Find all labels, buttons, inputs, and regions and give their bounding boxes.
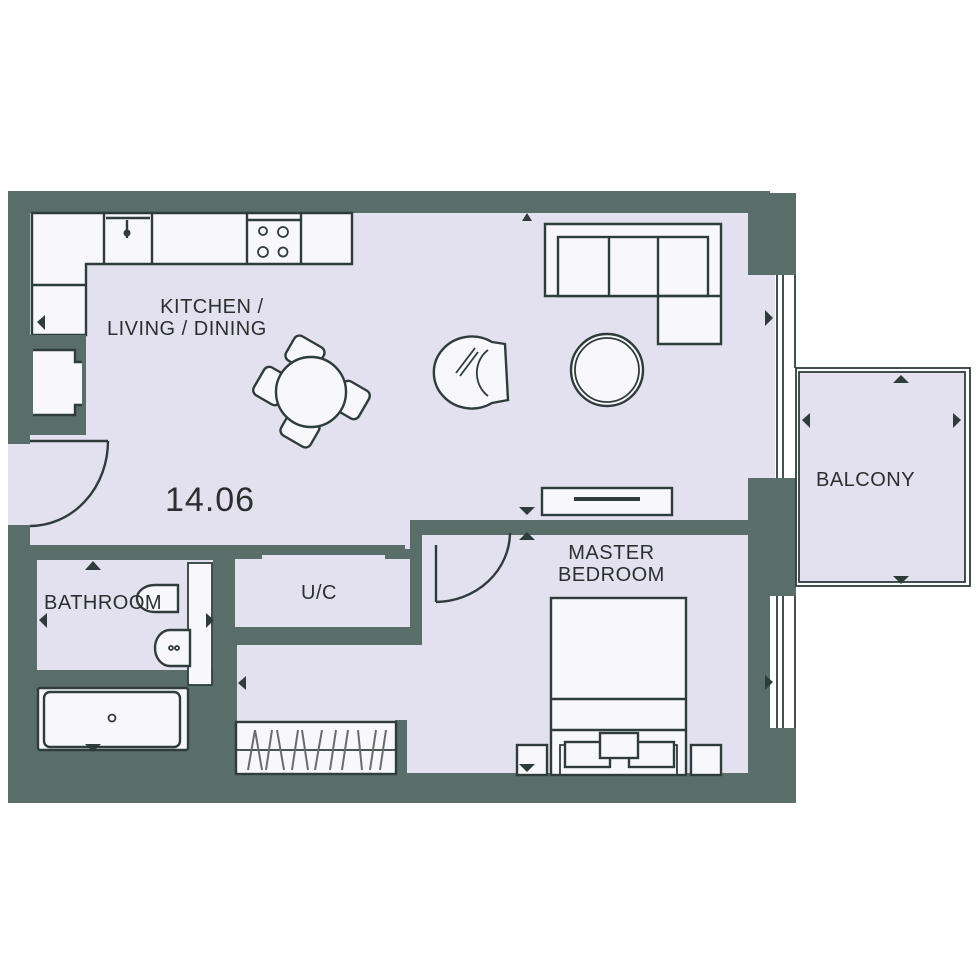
double-bed <box>515 596 723 777</box>
bathroom-fixtures <box>36 562 213 752</box>
master-bedroom-label: MASTER BEDROOM <box>558 542 665 587</box>
windows <box>748 193 796 803</box>
kitchen-living-dining-label: KITCHEN / LIVING / DINING <box>107 296 267 341</box>
corner-sofa <box>543 222 723 346</box>
dining-set <box>252 334 371 449</box>
kitchen-label-line2: LIVING / DINING <box>107 318 267 341</box>
kitchen-label-line1: KITCHEN / <box>160 296 264 318</box>
tv-unit <box>540 486 674 517</box>
kitchen-area-value: 14.06 <box>165 481 256 519</box>
kitchen-units <box>30 211 354 435</box>
living-furniture <box>252 222 723 517</box>
balcony-label: BALCONY <box>816 469 916 491</box>
armchair <box>432 335 510 410</box>
balcony <box>795 367 971 587</box>
wardrobe <box>234 720 398 776</box>
bathroom-label: BATHROOM <box>44 592 163 614</box>
coffee-table <box>569 332 645 408</box>
utility-cupboard-label: U/C <box>301 582 337 604</box>
markers <box>37 213 961 772</box>
bedroom-label-line2: BEDROOM <box>558 564 665 587</box>
entrance-door <box>8 430 110 545</box>
bedroom-label-line1: MASTER <box>568 542 655 564</box>
hob-icon <box>257 226 289 258</box>
bedroom-door <box>434 532 512 604</box>
